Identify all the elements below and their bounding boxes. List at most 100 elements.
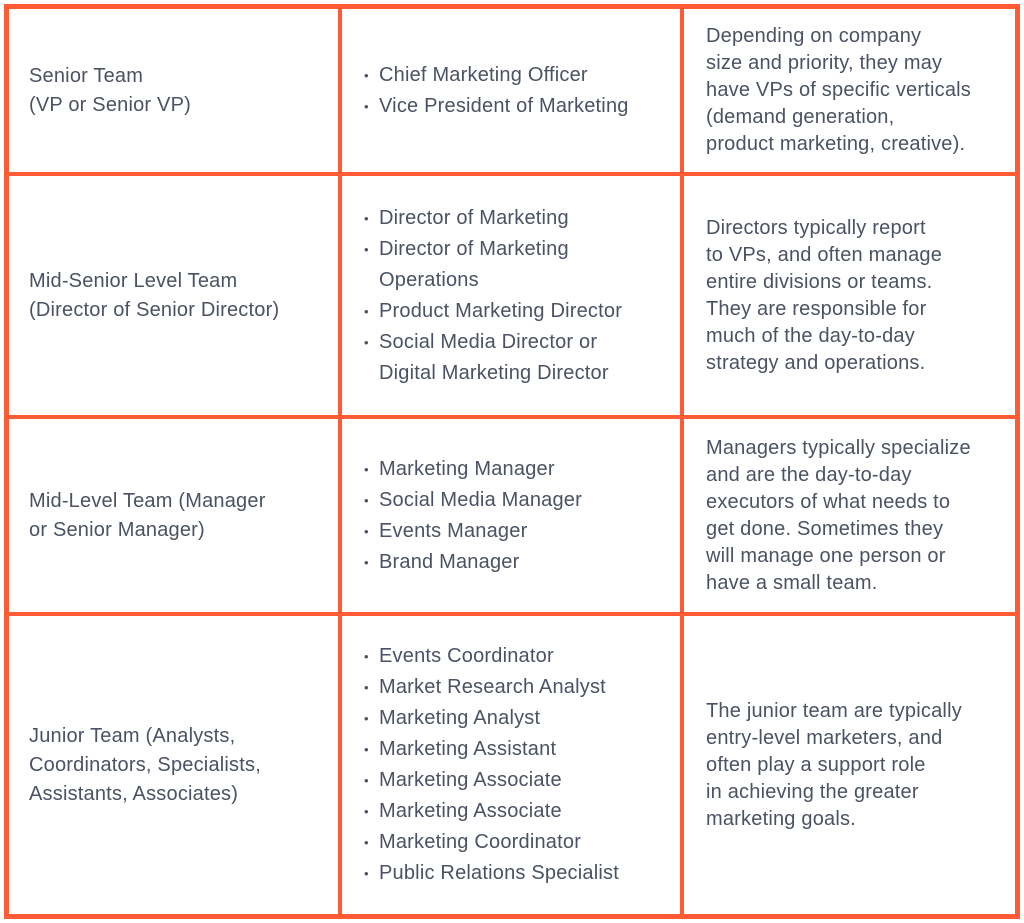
team-label-line: or Senior Manager) bbox=[29, 518, 205, 541]
role-label: Events Manager bbox=[379, 519, 528, 542]
description-line: have a small team. bbox=[706, 571, 878, 594]
role-label: Marketing Associate bbox=[379, 769, 562, 791]
bullet-icon: • bbox=[364, 241, 369, 257]
bullet-icon: • bbox=[364, 804, 369, 819]
list-item: • Events Manager bbox=[364, 516, 652, 547]
roles-cell: • Marketing Manager • Social Media Manag… bbox=[342, 419, 684, 612]
list-item: • Social Media Manager bbox=[364, 485, 652, 516]
list-item: • Marketing Assistant bbox=[364, 734, 652, 765]
org-structure-table: Senior Team (VP or Senior VP) • Chief Ma… bbox=[4, 4, 1020, 919]
team-label-line: Senior Team bbox=[29, 64, 144, 87]
bullet-icon: • bbox=[364, 98, 369, 114]
table-row: Mid-Level Team (Manager or Senior Manage… bbox=[9, 419, 1015, 616]
description-line: Directors typically report bbox=[706, 216, 926, 239]
description-line: entire divisions or teams. bbox=[706, 270, 933, 293]
team-label-line: Assistants, Associates) bbox=[29, 782, 239, 805]
roles-cell: • Chief Marketing Officer • Vice Preside… bbox=[342, 9, 684, 172]
description-cell: The junior team are typically entry-leve… bbox=[684, 616, 1015, 914]
roles-list: • Marketing Manager • Social Media Manag… bbox=[364, 454, 672, 578]
roles-cell: • Director of Marketing • Director of Ma… bbox=[342, 176, 684, 415]
roles-list: • Events Coordinator • Market Research A… bbox=[364, 641, 672, 889]
team-label-line: (Director of Senior Director) bbox=[29, 298, 280, 321]
role-label: Vice President of Marketing bbox=[379, 94, 629, 117]
role-label: Marketing Assistant bbox=[379, 738, 557, 760]
team-cell: Junior Team (Analysts, Coordinators, Spe… bbox=[9, 616, 342, 914]
list-item: • Marketing Associate bbox=[364, 796, 652, 827]
description-line: (demand generation, bbox=[706, 106, 895, 128]
list-item: • Public Relations Specialist bbox=[364, 858, 652, 889]
team-cell: Mid-Senior Level Team (Director of Senio… bbox=[9, 176, 342, 415]
description-line: They are responsible for bbox=[706, 297, 927, 320]
table-row: Mid-Senior Level Team (Director of Senio… bbox=[9, 176, 1015, 419]
description-cell: Depending on company size and priority, … bbox=[684, 9, 1015, 172]
role-label: Events Coordinator bbox=[379, 645, 554, 667]
list-item: • Social Media Director or Digital Marke… bbox=[364, 327, 652, 389]
role-label: Brand Manager bbox=[379, 550, 520, 573]
team-cell: Mid-Level Team (Manager or Senior Manage… bbox=[9, 419, 342, 612]
list-item: • Chief Marketing Officer bbox=[364, 60, 652, 91]
description-line: product marketing, creative). bbox=[706, 133, 966, 155]
roles-list: • Chief Marketing Officer • Vice Preside… bbox=[364, 60, 672, 122]
bullet-icon: • bbox=[364, 680, 369, 695]
bullet-icon: • bbox=[364, 210, 369, 226]
description-cell: Managers typically specialize and are th… bbox=[684, 419, 1015, 612]
list-item: • Brand Manager bbox=[364, 547, 652, 578]
bullet-icon: • bbox=[364, 649, 369, 664]
description-cell: Directors typically report to VPs, and o… bbox=[684, 176, 1015, 415]
description-line: much of the day-to-day bbox=[706, 324, 915, 347]
bullet-icon: • bbox=[364, 742, 369, 757]
table-row: Junior Team (Analysts, Coordinators, Spe… bbox=[9, 616, 1015, 914]
bullet-icon: • bbox=[364, 711, 369, 726]
description-line: strategy and operations. bbox=[706, 351, 926, 374]
bullet-icon: • bbox=[364, 866, 369, 881]
list-item: • Marketing Manager bbox=[364, 454, 652, 485]
description-line: marketing goals. bbox=[706, 807, 856, 830]
role-label: Marketing Manager bbox=[379, 457, 555, 480]
role-label: Social Media Manager bbox=[379, 488, 582, 511]
description-line: size and priority, they may bbox=[706, 52, 943, 74]
description-line: get done. Sometimes they bbox=[706, 517, 944, 540]
description-line: to VPs, and often manage bbox=[706, 243, 943, 266]
team-label-line: Mid-Senior Level Team bbox=[29, 269, 238, 292]
team-label-line: Junior Team (Analysts, bbox=[29, 724, 236, 747]
description-line: will manage one person or bbox=[706, 544, 946, 567]
role-label: Public Relations Specialist bbox=[379, 862, 619, 884]
list-item: • Director of Marketing bbox=[364, 203, 652, 234]
list-item: • Product Marketing Director bbox=[364, 296, 652, 327]
description-line: Managers typically specialize bbox=[706, 436, 971, 459]
list-item: • Director of Marketing Operations bbox=[364, 234, 652, 296]
description-line: often play a support role bbox=[706, 753, 926, 776]
description-line: executors of what needs to bbox=[706, 490, 951, 513]
bullet-icon: • bbox=[364, 461, 369, 477]
role-label: Social Media Director or Digital Marketi… bbox=[379, 330, 609, 384]
bullet-icon: • bbox=[364, 303, 369, 319]
roles-list: • Director of Marketing • Director of Ma… bbox=[364, 203, 672, 389]
bullet-icon: • bbox=[364, 835, 369, 850]
description-line: and are the day-to-day bbox=[706, 463, 912, 486]
team-label-line: Mid-Level Team (Manager bbox=[29, 489, 266, 512]
role-label: Director of Marketing bbox=[379, 206, 569, 229]
list-item: • Marketing Analyst bbox=[364, 703, 652, 734]
role-label: Marketing Coordinator bbox=[379, 831, 582, 853]
team-cell: Senior Team (VP or Senior VP) bbox=[9, 9, 342, 172]
description-line: The junior team are typically bbox=[706, 699, 962, 722]
role-label: Product Marketing Director bbox=[379, 299, 623, 322]
bullet-icon: • bbox=[364, 523, 369, 539]
bullet-icon: • bbox=[364, 554, 369, 570]
team-label-line: (VP or Senior VP) bbox=[29, 93, 191, 116]
list-item: • Marketing Coordinator bbox=[364, 827, 652, 858]
roles-cell: • Events Coordinator • Market Research A… bbox=[342, 616, 684, 914]
list-item: • Events Coordinator bbox=[364, 641, 652, 672]
description-line: entry-level marketers, and bbox=[706, 726, 943, 749]
role-label: Marketing Analyst bbox=[379, 707, 541, 729]
description-line: in achieving the greater bbox=[706, 780, 919, 803]
role-label: Director of Marketing Operations bbox=[379, 237, 569, 291]
description-line: have VPs of specific verticals bbox=[706, 79, 971, 101]
bullet-icon: • bbox=[364, 334, 369, 350]
list-item: • Marketing Associate bbox=[364, 765, 652, 796]
bullet-icon: • bbox=[364, 492, 369, 508]
bullet-icon: • bbox=[364, 67, 369, 83]
table-row: Senior Team (VP or Senior VP) • Chief Ma… bbox=[9, 9, 1015, 176]
bullet-icon: • bbox=[364, 773, 369, 788]
role-label: Market Research Analyst bbox=[379, 676, 606, 698]
